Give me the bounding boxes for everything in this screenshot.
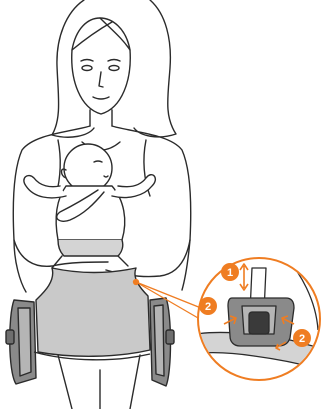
hip-buckle-left xyxy=(6,330,14,344)
baby-figure xyxy=(24,144,155,268)
step-badge-2-right-label: 2 xyxy=(299,333,305,345)
step-badge-1: 1 xyxy=(221,263,239,281)
carrier-body xyxy=(6,268,174,386)
parent-legs xyxy=(58,355,140,409)
step-badge-1-label: 1 xyxy=(227,267,233,279)
step-badge-2-left: 2 xyxy=(199,297,217,315)
baby-head xyxy=(64,144,112,192)
carrier-seat-band xyxy=(58,240,123,256)
inset-buckle-clip xyxy=(249,312,269,334)
step-badge-2-right: 2 xyxy=(293,329,311,347)
step-badge-2-left-label: 2 xyxy=(205,301,211,313)
buckle-detail-inset: 1 2 2 xyxy=(190,258,322,380)
carrier-hip-belt-left-inner xyxy=(18,308,31,376)
carrier-hip-belt-right-inner xyxy=(154,305,164,376)
hip-buckle-right xyxy=(166,330,174,344)
carrier-front-panel xyxy=(36,268,150,356)
